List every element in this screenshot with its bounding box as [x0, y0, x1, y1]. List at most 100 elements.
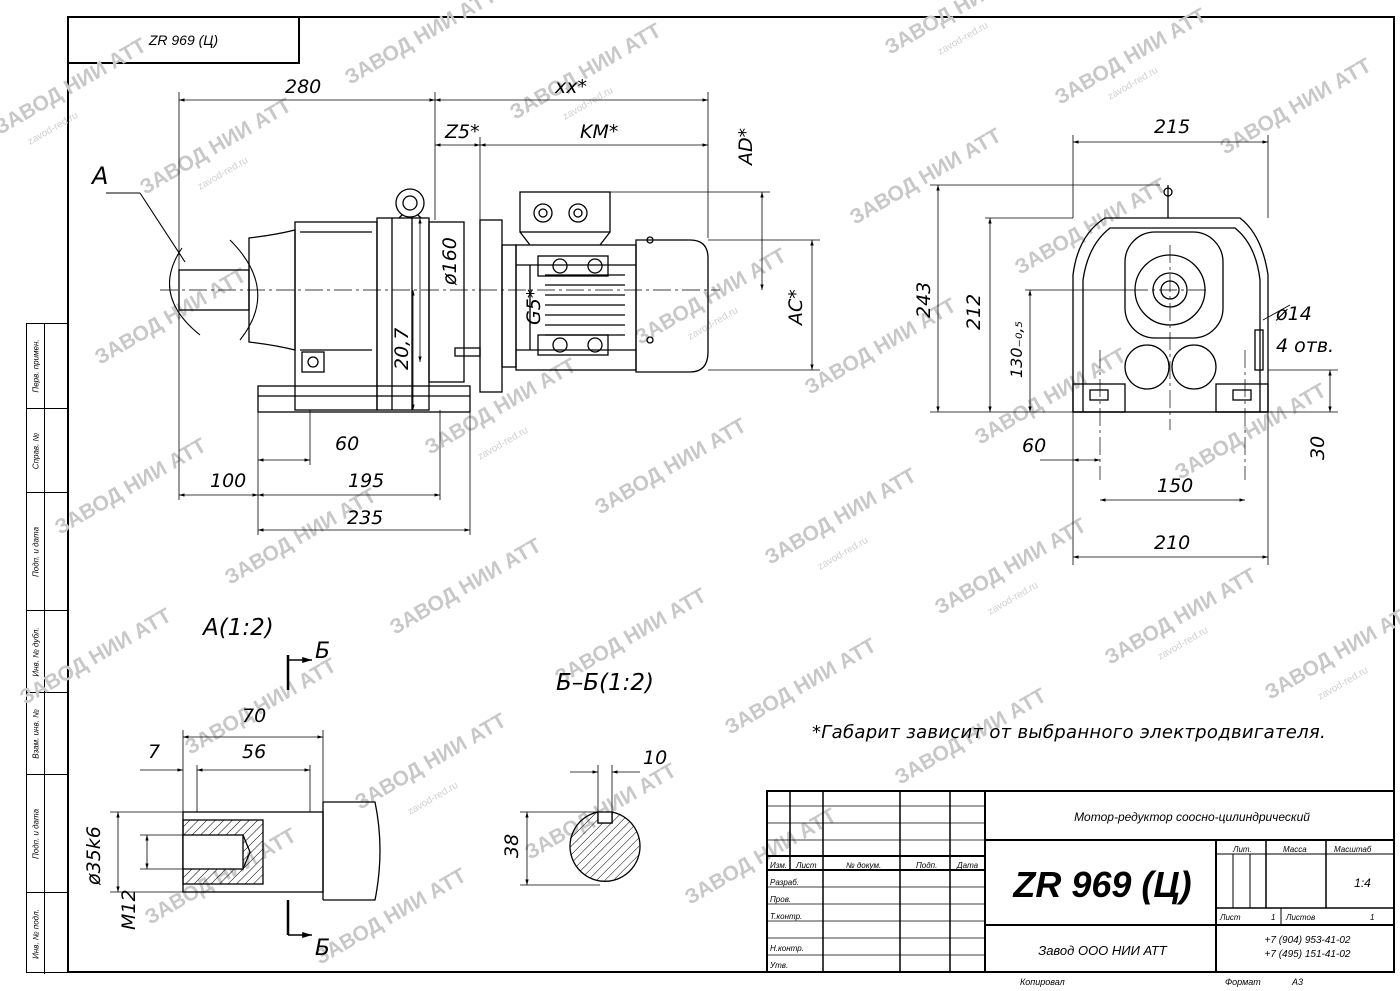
- lit-label: Лит.: [1233, 845, 1252, 854]
- dim-ac: AC*: [785, 289, 807, 327]
- watermark: ЗАВОД НИИ АТТ: [16, 604, 176, 709]
- watermark: ЗАВОД НИИ АТТ: [51, 434, 211, 539]
- dim-20-7: 20,7: [391, 328, 413, 370]
- product-description: Мотор-редуктор соосно-цилиндрический: [1074, 810, 1310, 824]
- dim-60-side: 60: [1022, 435, 1046, 457]
- scale-value: 1:4: [1354, 876, 1371, 890]
- dim-212: 212: [963, 294, 985, 330]
- masshtab-label: Масштаб: [1334, 845, 1372, 854]
- title-block-grid: [766, 790, 1395, 973]
- dim-150: 150: [1157, 475, 1193, 497]
- company-name: Завод ООО НИИ АТТ: [1038, 942, 1167, 958]
- title-block: Изм. Лист № докум. Подп. Дата Разраб. Пр…: [766, 790, 1395, 973]
- dimension-note: *Габарит зависит от выбранного электродв…: [812, 722, 1327, 743]
- section-mark-top-label: Б: [315, 639, 330, 664]
- detail-a-shaft: [182, 801, 381, 901]
- side-cell: Справ. №: [27, 408, 68, 492]
- dim-56: 56: [242, 741, 266, 763]
- dim-215: 215: [1154, 116, 1190, 138]
- section-bb-dimensions: [520, 765, 640, 886]
- watermark: ЗАВОД НИИ АТТ: [1051, 4, 1211, 109]
- top-stamp: ZR 969 (Ц): [67, 16, 300, 64]
- dim-243: 243: [913, 282, 935, 318]
- watermark: ЗАВОД НИИ АТТ: [221, 484, 381, 589]
- section-bb: [569, 811, 641, 882]
- side-cell: Инв. № подл.: [27, 892, 68, 974]
- dim-10: 10: [643, 747, 667, 769]
- row-razrab: Разраб.: [770, 878, 799, 887]
- watermark: ЗАВОД НИИ АТТ: [631, 244, 791, 349]
- dim-130: 130₋₀,₅: [1007, 321, 1026, 378]
- listov-label: Листов: [1286, 913, 1316, 922]
- side-cell: Перв. примен.: [27, 324, 68, 408]
- top-stamp-code: ZR 969 (Ц): [148, 32, 219, 48]
- dim-phi35: ø35k6: [83, 826, 105, 886]
- watermark-site: zavod-red.ru: [406, 780, 460, 818]
- dim-holes: 4 отв.: [1276, 335, 1334, 357]
- watermark: ЗАВОД НИИ АТТ: [801, 294, 961, 399]
- kopiroval-label: Копировал: [1020, 977, 1065, 987]
- watermark: ЗАВОД НИИ АТТ: [1216, 54, 1376, 159]
- list-value: 1: [1271, 913, 1276, 922]
- side-cell: Взам. инв. №: [27, 692, 68, 774]
- side-panel: Перв. примен. Справ. № Подп. и дата Инв.…: [26, 323, 68, 974]
- dim-280: 280: [285, 76, 321, 98]
- dim-phi14: ø14: [1275, 303, 1312, 325]
- section-title: Б–Б(1:2): [556, 670, 654, 696]
- row-utv: Утв.: [770, 961, 789, 970]
- row-tkontr: Т.контр.: [770, 912, 803, 921]
- watermark: ЗАВОД НИИ АТТ: [971, 344, 1131, 449]
- watermark: ЗАВОД НИИ АТТ: [91, 264, 251, 369]
- listov-value: 1: [1370, 913, 1375, 922]
- side-centerlines: [1099, 245, 1246, 480]
- header-list: Лист: [796, 861, 817, 870]
- watermark-site: zavod-red.ru: [816, 535, 870, 573]
- header-date: Дата: [957, 861, 979, 870]
- row-nkontr: Н.контр.: [770, 944, 804, 953]
- row-prov: Пров.: [770, 895, 792, 904]
- dim-235: 235: [347, 507, 383, 529]
- watermark: ЗАВОД НИИ АТТ: [0, 34, 151, 139]
- side-cell: Подп. и дата: [27, 774, 68, 892]
- dim-km: KM*: [580, 121, 618, 143]
- dim-210: 210: [1154, 532, 1190, 554]
- dim-xx: xx*: [554, 76, 587, 98]
- side-dimensions: [930, 135, 1338, 565]
- header-izm: Изм.: [770, 861, 788, 870]
- dim-7: 7: [148, 741, 160, 763]
- dim-38: 38: [501, 834, 523, 858]
- section-mark-bottom: [286, 900, 312, 938]
- watermark: ЗАВОД НИИ АТТ: [386, 534, 546, 639]
- dim-g5: G5*: [523, 289, 545, 325]
- dim-30: 30: [1307, 436, 1329, 460]
- dim-70: 70: [242, 705, 266, 727]
- watermark-site: zavod-red.ru: [476, 425, 530, 463]
- watermark: ЗАВОД НИИ АТТ: [881, 0, 1041, 59]
- list-label: Лист: [1220, 913, 1241, 922]
- detail-a-title: A(1:2): [201, 615, 274, 641]
- view-a-label: A: [90, 162, 108, 190]
- dim-phi160: ø160: [439, 237, 461, 286]
- header-sign: Подп.: [916, 861, 938, 870]
- side-cell: Подп. и дата: [27, 492, 68, 610]
- side-cell: Инв. № дубл.: [27, 610, 68, 692]
- dim-100: 100: [210, 470, 246, 492]
- phone-1: +7 (904) 953-41-02: [1264, 935, 1351, 946]
- section-mark-bottom-label: Б: [315, 936, 330, 961]
- watermark: ЗАВОД НИИ АТТ: [846, 124, 1006, 229]
- dim-60: 60: [335, 433, 359, 455]
- dim-z5: Z5*: [444, 121, 480, 143]
- phone-2: +7 (495) 151-41-02: [1264, 949, 1351, 960]
- front-dimensions: [178, 92, 820, 535]
- dim-m12: M12: [118, 889, 140, 930]
- front-view: [160, 188, 720, 413]
- detail-a-dimensions: [110, 730, 324, 893]
- header-doc: № докум.: [846, 861, 882, 870]
- section-mark-top: [286, 655, 312, 690]
- watermark: ЗАВОД НИИ АТТ: [1101, 564, 1261, 669]
- view-a-leader: [106, 192, 259, 341]
- watermark: ЗАВОД НИИ АТТ: [591, 414, 751, 519]
- dim-ad: AD*: [735, 128, 757, 167]
- drawing-frame: [67, 16, 1395, 973]
